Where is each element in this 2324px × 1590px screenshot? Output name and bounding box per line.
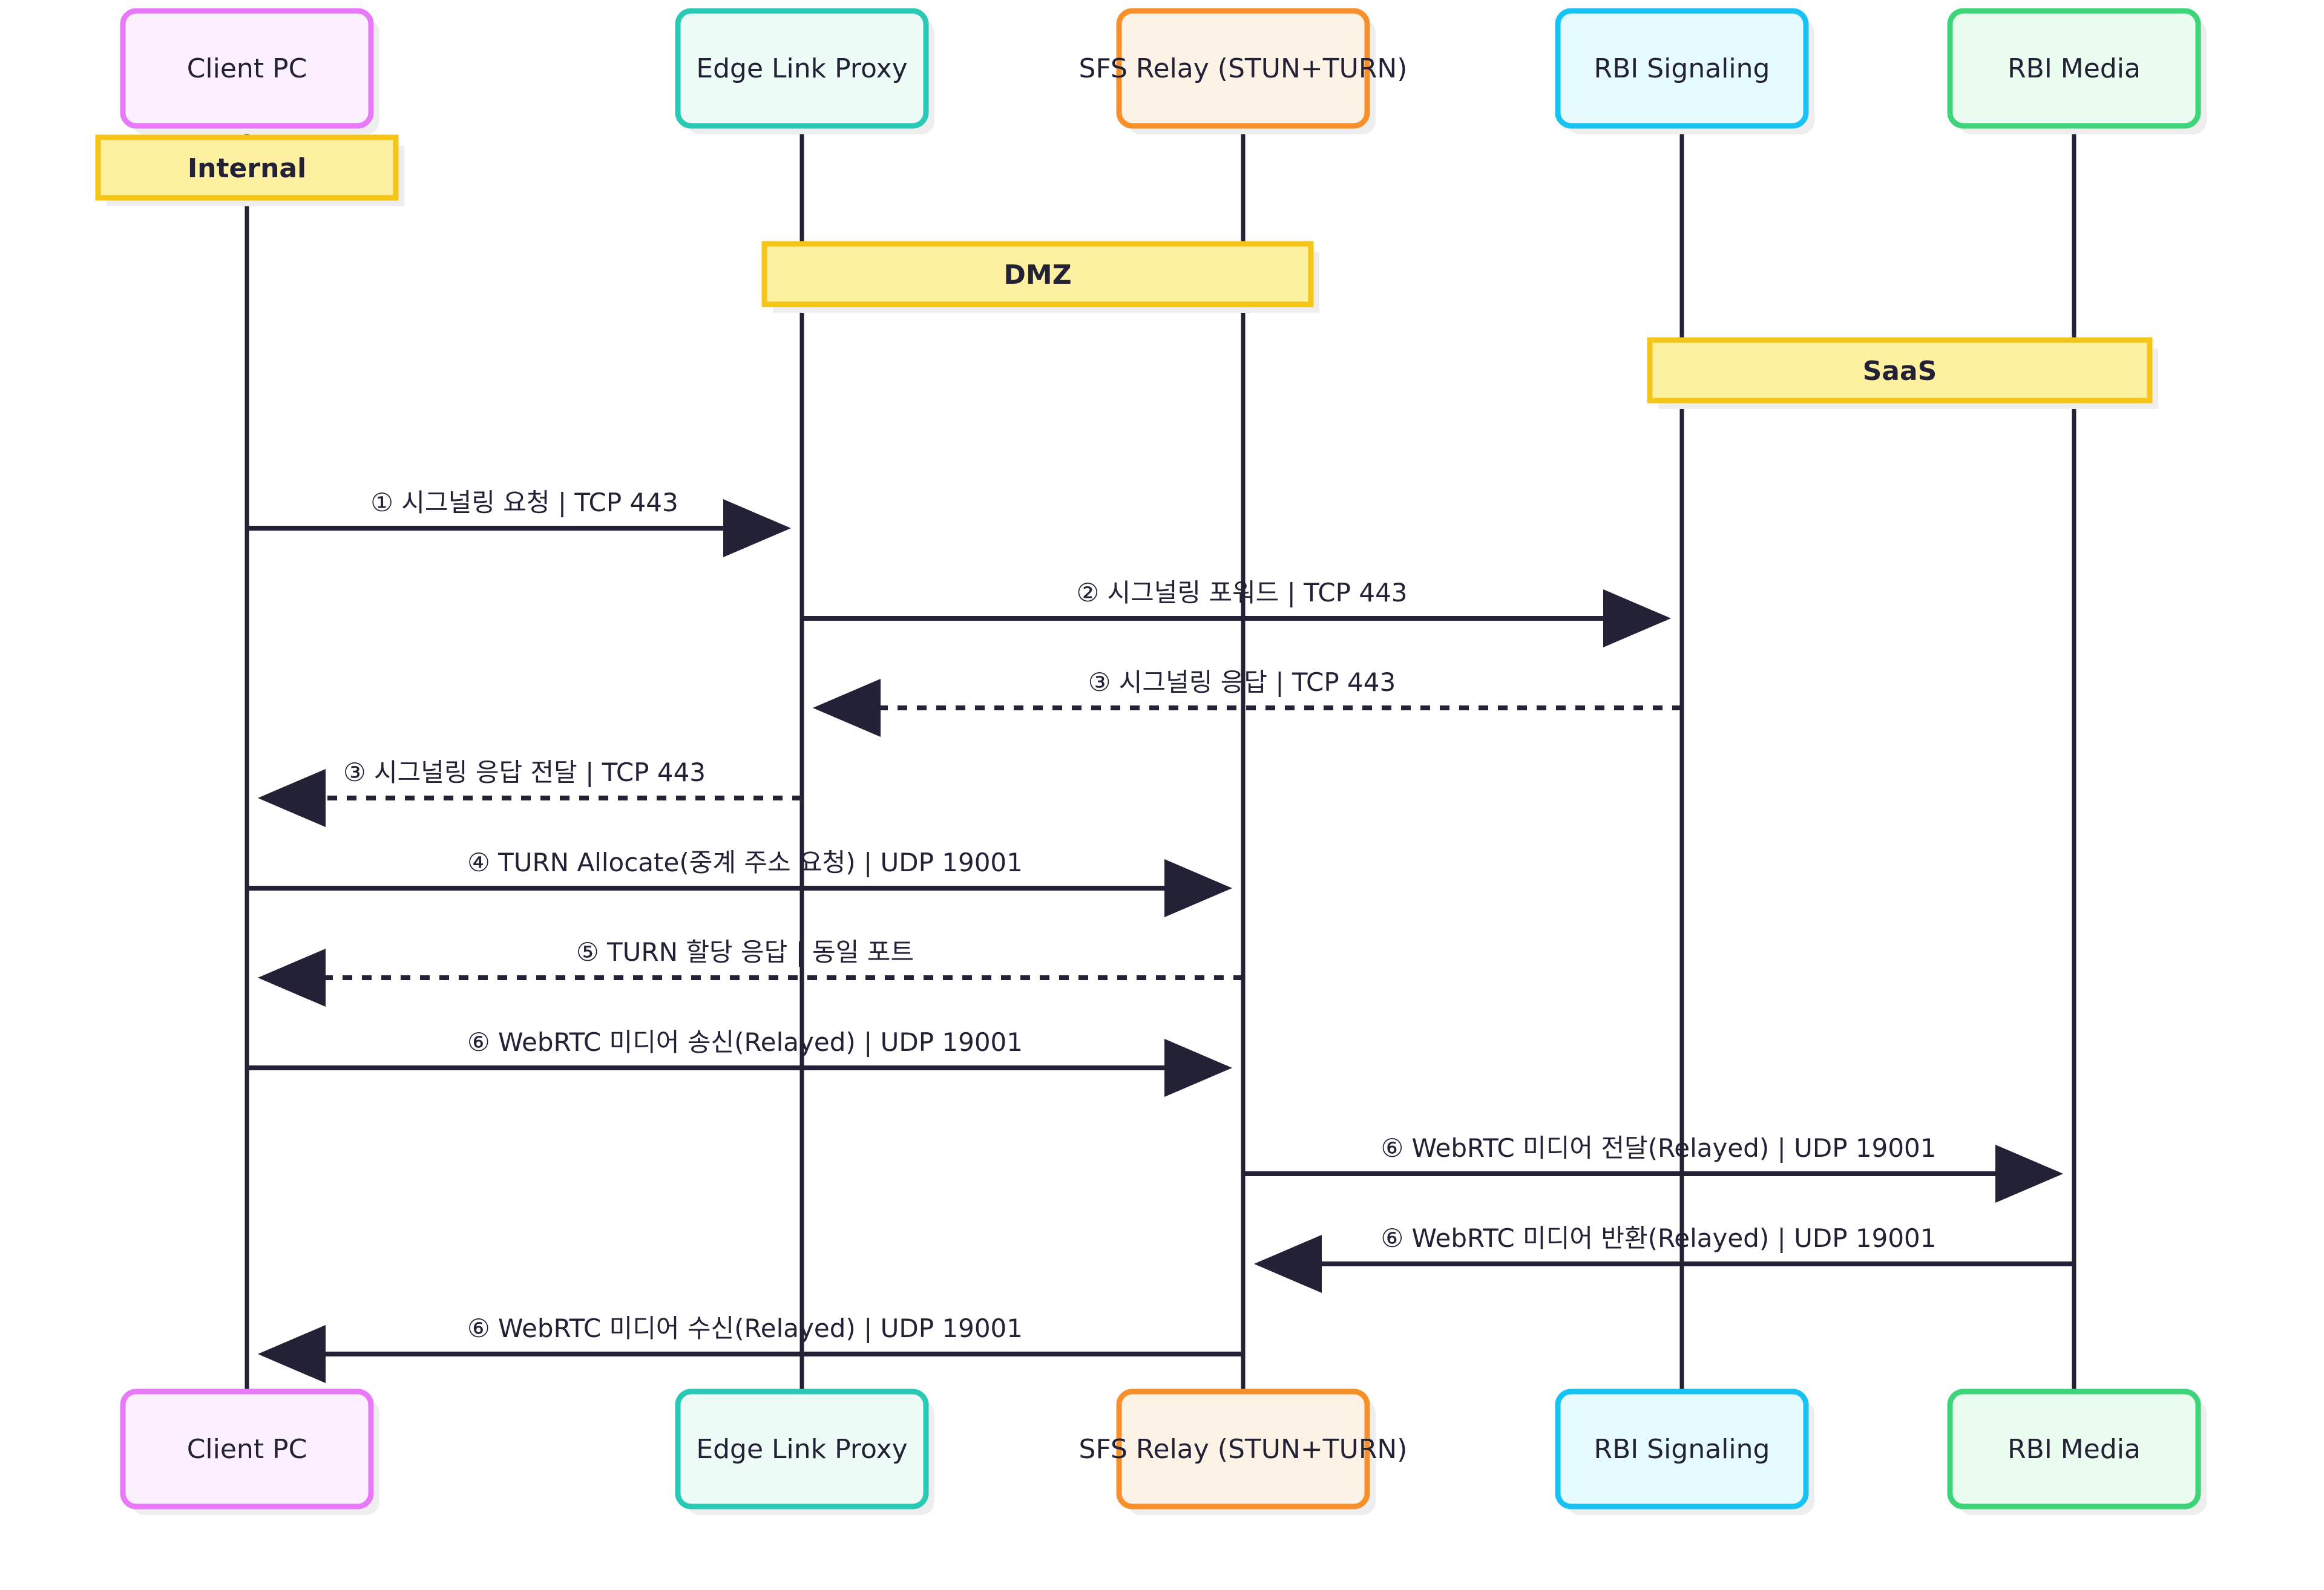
zone-label-dmz: DMZ [1003, 260, 1071, 290]
actor-top-media[interactable]: RBI Media [1947, 8, 2207, 134]
actor-bottom-sfs[interactable]: SFS Relay (STUN+TURN) [1079, 1389, 1408, 1515]
message-7-client-to-sfs: ⑥ WebRTC 미디어 송신(Relayed) | UDP 19001 [247, 1027, 1232, 1097]
actor-box [120, 1389, 374, 1510]
message-8-sfs-to-media: ⑥ WebRTC 미디어 전달(Relayed) | UDP 19001 [1243, 1133, 2063, 1203]
message-3-signaling-to-edge: ③ 시그널링 응답 | TCP 443 [813, 667, 1682, 737]
zone-band-rect [1647, 337, 2153, 404]
actor-label-media: RBI Media [2007, 53, 2141, 84]
message-4-edge-to-client: ③ 시그널링 응답 전달 | TCP 443 [258, 757, 802, 827]
actor-box [675, 1389, 929, 1510]
message-2-edge-to-signaling: ② 시그널링 포워드 | TCP 443 [802, 578, 1671, 647]
actor-box [1116, 8, 1370, 129]
zone-band-saas: SaaS [1647, 337, 2158, 409]
actor-label-media: RBI Media [2007, 1434, 2141, 1465]
actors-top-layer: Client PC Edge Link Proxy SFS Relay (STUN+… [120, 8, 2207, 134]
actor-bottom-edge[interactable]: Edge Link Proxy [675, 1389, 934, 1515]
message-label: ③ 시그널링 응답 | TCP 443 [1088, 667, 1396, 697]
message-label: ⑥ WebRTC 미디어 수신(Relayed) | UDP 19001 [467, 1314, 1023, 1343]
message-label: ④ TURN Allocate(중계 주소 요청) | UDP 19001 [467, 848, 1023, 877]
message-9-media-to-sfs: ⑥ WebRTC 미디어 반환(Relayed) | UDP 19001 [1254, 1223, 2074, 1293]
message-label: ③ 시그널링 응답 전달 | TCP 443 [343, 757, 706, 787]
zone-band-rect [95, 134, 399, 201]
actor-bottom-signaling[interactable]: RBI Signaling [1555, 1389, 1814, 1515]
actor-label-sfs: SFS Relay (STUN+TURN) [1079, 1434, 1408, 1465]
actor-label-edge: Edge Link Proxy [696, 1434, 907, 1465]
actor-label-edge: Edge Link Proxy [696, 53, 907, 84]
zone-band-internal: Internal [95, 134, 404, 206]
actor-label-sfs: SFS Relay (STUN+TURN) [1079, 53, 1408, 84]
actor-top-signaling[interactable]: RBI Signaling [1555, 8, 1814, 134]
actor-top-sfs[interactable]: SFS Relay (STUN+TURN) [1079, 8, 1408, 134]
actor-label-signaling: RBI Signaling [1594, 1434, 1770, 1465]
zone-label-saas: SaaS [1863, 356, 1937, 387]
message-label: ⑤ TURN 할당 응답 | 동일 포트 [576, 937, 914, 967]
actor-box [1555, 1389, 1809, 1510]
actor-bottom-client[interactable]: Client PC [120, 1389, 379, 1515]
actor-box [675, 8, 929, 129]
message-10-sfs-to-client: ⑥ WebRTC 미디어 수신(Relayed) | UDP 19001 [258, 1314, 1243, 1383]
actor-label-client: Client PC [187, 53, 307, 84]
message-label: ⑥ WebRTC 미디어 반환(Relayed) | UDP 19001 [1380, 1223, 1936, 1253]
actor-bottom-media[interactable]: RBI Media [1947, 1389, 2207, 1515]
actor-box [1555, 8, 1809, 129]
message-label: ⑥ WebRTC 미디어 전달(Relayed) | UDP 19001 [1380, 1133, 1936, 1163]
actor-box [120, 8, 374, 129]
zone-band-rect [761, 241, 1314, 307]
messages-layer: ① 시그널링 요청 | TCP 443 ② 시그널링 포워드 | TCP 443 ③… [247, 488, 2074, 1383]
message-5-client-to-sfs: ④ TURN Allocate(중계 주소 요청) | UDP 19001 [247, 848, 1232, 917]
actor-label-signaling: RBI Signaling [1594, 53, 1770, 84]
message-6-sfs-to-client: ⑤ TURN 할당 응답 | 동일 포트 [258, 937, 1243, 1007]
actor-box [1947, 1389, 2201, 1510]
lifelines-layer [245, 126, 2076, 1392]
message-label: ⑥ WebRTC 미디어 송신(Relayed) | UDP 19001 [467, 1027, 1023, 1057]
actor-top-client[interactable]: Client PC [120, 8, 379, 134]
actor-label-client: Client PC [187, 1434, 307, 1465]
zone-band-dmz: DMZ [761, 241, 1319, 313]
actor-top-edge[interactable]: Edge Link Proxy [675, 8, 934, 134]
actor-box [1947, 8, 2201, 129]
zone-label-internal: Internal [188, 153, 306, 184]
message-label: ② 시그널링 포워드 | TCP 443 [1076, 578, 1407, 607]
message-1-client-to-edge: ① 시그널링 요청 | TCP 443 [247, 488, 791, 557]
message-label: ① 시그널링 요청 | TCP 443 [370, 488, 678, 517]
actors-bottom-layer: Client PC Edge Link Proxy SFS Relay (STUN+… [120, 1389, 2207, 1515]
actor-box [1116, 1389, 1370, 1510]
